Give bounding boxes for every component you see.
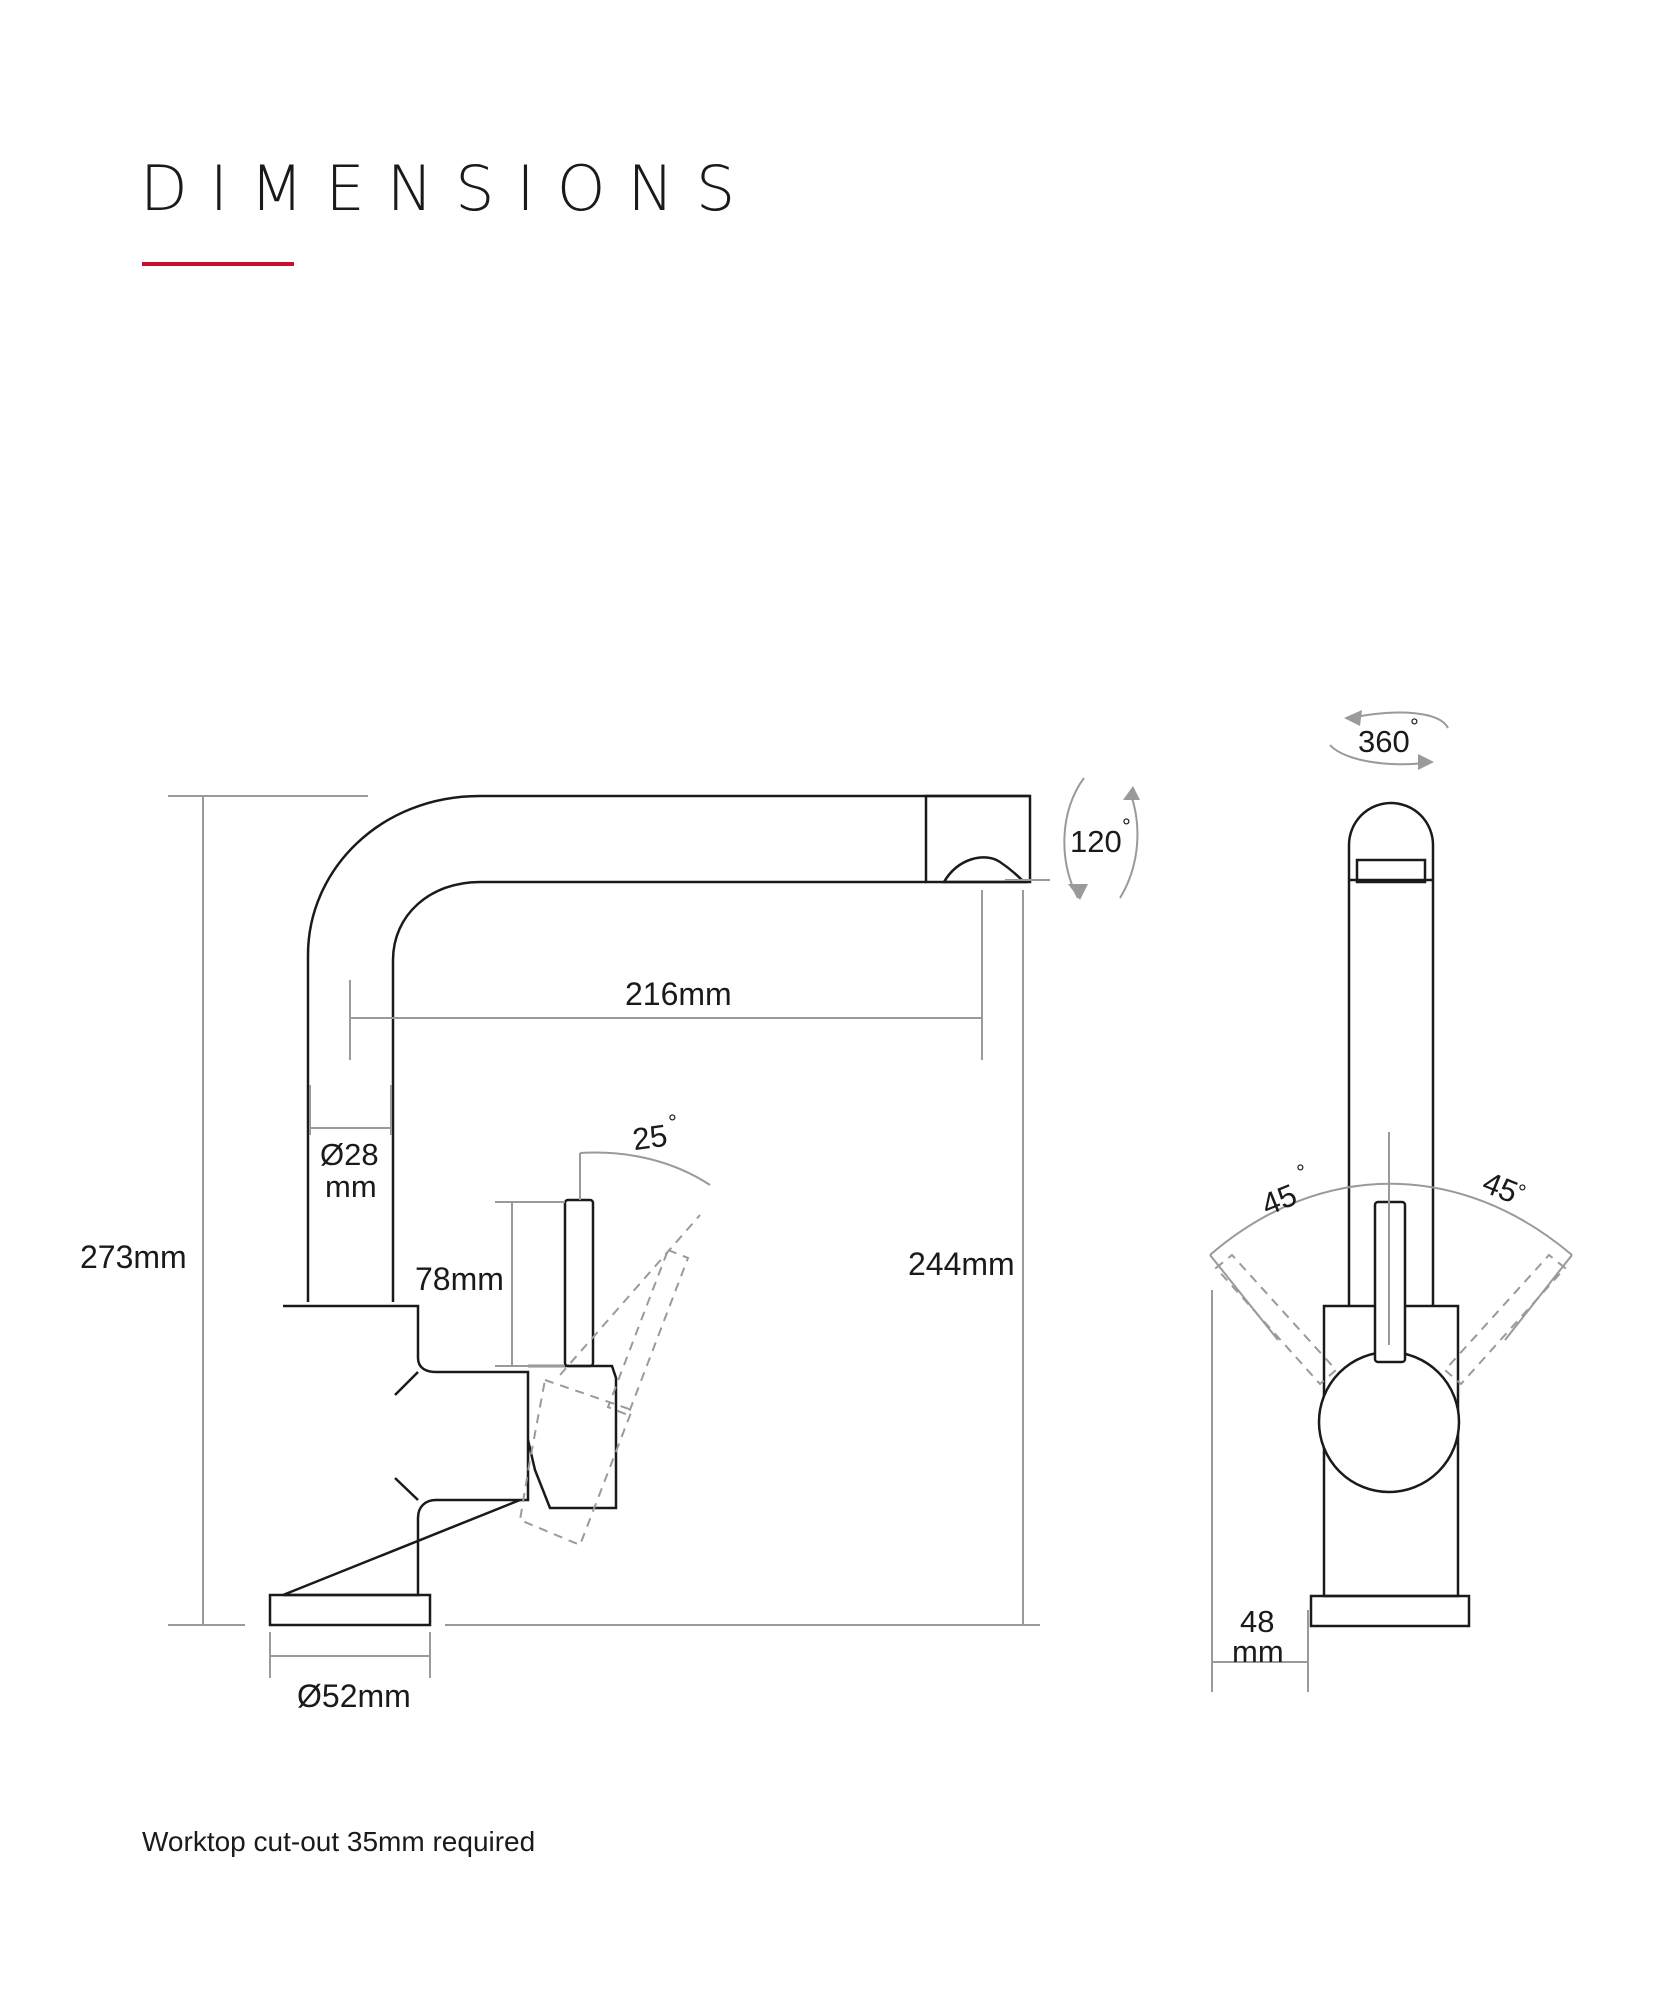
lever-tilt-label: 25 xyxy=(630,1118,669,1157)
spout-diameter-label-line2: mm xyxy=(325,1169,377,1204)
swivel-rotation-label-group: 360 ° xyxy=(1358,714,1419,759)
side-base-width-label-line1: 48 xyxy=(1240,1604,1274,1639)
lever-tilted-ghost xyxy=(518,1214,701,1547)
worktop-cutout-note: Worktop cut-out 35mm required xyxy=(142,1826,536,1857)
lever-stem xyxy=(563,1198,595,1368)
dimension-labels: 273mm 244mm 216mm Ø28 mm 78mm Ø52mm 48 m… xyxy=(80,714,1527,1714)
aerator-outline xyxy=(924,794,1032,884)
front-dimension-lines xyxy=(168,777,1139,1678)
lever-swing-arc xyxy=(1209,1182,1573,1256)
swivel-rotation-label: 360 xyxy=(1358,724,1410,759)
front-view xyxy=(268,794,1032,1627)
lever-tilt-degree: ° xyxy=(668,1110,677,1135)
lever-housing-outline xyxy=(526,1364,618,1510)
aerator-rotation-degree: ° xyxy=(1122,814,1131,839)
lever-right-angle-label: 45 xyxy=(1478,1165,1523,1210)
page-title: DIMENSIONS xyxy=(140,152,758,225)
spout-reach-label: 216mm xyxy=(625,976,732,1012)
tap-body-outline xyxy=(282,1304,521,1597)
body-seam-bottom xyxy=(394,1477,419,1501)
front-base-plate xyxy=(268,1593,432,1627)
side-spout-outline xyxy=(1347,801,1435,1306)
spout-diameter-label-line1: Ø28 xyxy=(320,1137,379,1172)
lever-left-angle-label: 45 xyxy=(1257,1177,1302,1222)
aerator-rotation-arrowheads xyxy=(1068,786,1140,900)
title-underline xyxy=(142,262,294,266)
swivel-rotation-degree: ° xyxy=(1410,714,1419,739)
swivel-rotation-arrowheads xyxy=(1344,710,1434,770)
total-height-label: 273mm xyxy=(80,1239,187,1275)
side-base-width-label-line2: mm xyxy=(1232,1634,1284,1669)
side-lever-ghosts xyxy=(1214,1253,1567,1386)
side-dimension-lines xyxy=(1209,711,1573,1692)
side-lever-hub xyxy=(1317,1350,1461,1494)
spout-height-label: 244mm xyxy=(908,1246,1015,1282)
aerator-rotation-label-group: 120 ° xyxy=(1070,814,1131,859)
lever-height-label: 78mm xyxy=(415,1261,504,1297)
aerator-nozzle xyxy=(941,856,1028,884)
side-aerator-rect xyxy=(1355,858,1427,884)
spout-inner-outline xyxy=(391,880,926,1302)
lever-right-angle-degree: ° xyxy=(1518,1180,1527,1205)
aerator-rotation-label: 120 xyxy=(1070,824,1122,859)
body-seam-top xyxy=(394,1371,419,1396)
spout-outer-outline xyxy=(306,794,1030,1302)
side-base-plate xyxy=(1309,1594,1471,1628)
lever-left-angle-degree: ° xyxy=(1296,1160,1305,1185)
lever-left-angle-label-group: 45 ° xyxy=(1257,1160,1305,1223)
lever-tilt-label-group: 25 ° xyxy=(630,1110,676,1157)
swivel-rotation-arc-top xyxy=(1349,711,1449,729)
lever-right-angle-label-group: 45 ° xyxy=(1478,1165,1527,1210)
base-diameter-label: Ø52mm xyxy=(297,1678,411,1714)
lever-tilt-arc xyxy=(579,1151,711,1186)
